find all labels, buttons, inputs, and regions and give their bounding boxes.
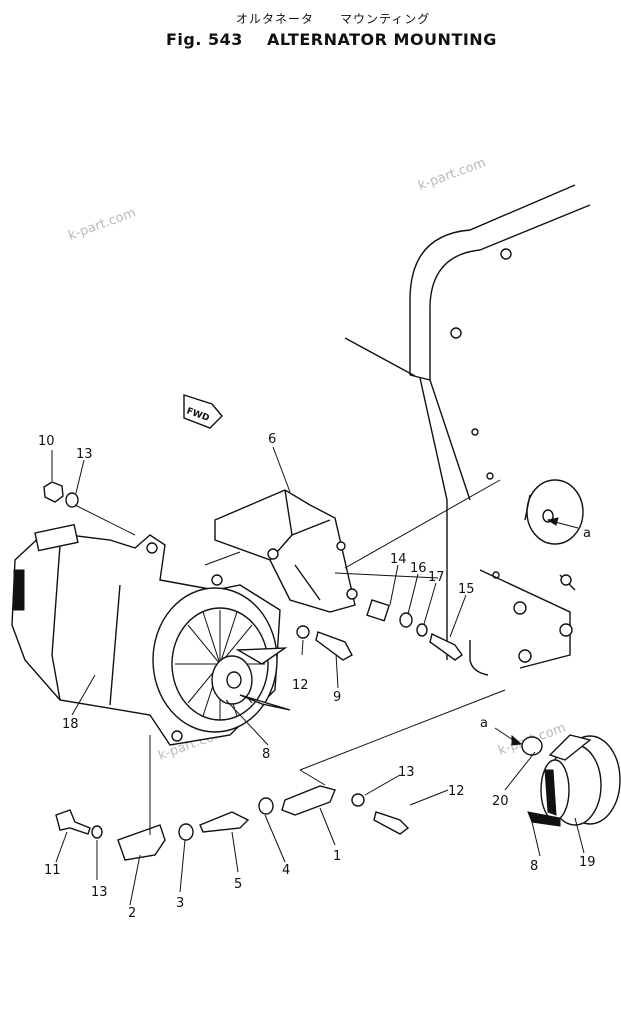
washer-13-right bbox=[351, 793, 365, 807]
spacer-14 bbox=[366, 599, 391, 622]
engine-frame bbox=[344, 184, 591, 676]
callout-12-upper: 12 bbox=[292, 678, 309, 693]
frame-bolt-2 bbox=[450, 327, 462, 339]
washer-16 bbox=[399, 612, 413, 628]
callout-12-lower: 12 bbox=[448, 784, 465, 799]
callout-5: 5 bbox=[234, 877, 242, 892]
crank-pulley bbox=[526, 479, 584, 545]
mounting-bracket bbox=[214, 489, 358, 613]
v-belt-upper bbox=[235, 647, 288, 665]
lower-fasteners bbox=[55, 785, 410, 861]
callout-a-lower: a bbox=[480, 716, 488, 731]
callout-8-right: 8 bbox=[530, 859, 538, 874]
alternator bbox=[11, 523, 291, 746]
nut-3 bbox=[178, 823, 194, 841]
bolt-5 bbox=[199, 811, 250, 833]
plate-bolt-1 bbox=[513, 601, 527, 615]
bolt-15 bbox=[429, 632, 463, 661]
title-japanese: オルタネータ マウンティング bbox=[236, 12, 431, 26]
leader-lines bbox=[51, 446, 585, 906]
nut-4 bbox=[258, 797, 274, 815]
washer-13-bottom bbox=[91, 825, 103, 839]
figure-number: Fig. 543 bbox=[166, 30, 243, 49]
callout-2: 2 bbox=[128, 906, 136, 921]
spacer-20 bbox=[521, 736, 543, 756]
callout-13-bottom: 13 bbox=[91, 885, 108, 900]
callout-a-upper: a bbox=[583, 526, 591, 541]
callout-13-top: 13 bbox=[76, 447, 93, 462]
callout-20: 20 bbox=[492, 794, 509, 809]
washer-13-top bbox=[65, 492, 79, 508]
callout-6: 6 bbox=[268, 432, 276, 447]
bolt-12 bbox=[373, 811, 410, 835]
callout-labels: 10 13 6 14 16 17 15 a 12 9 18 8 a 13 12 … bbox=[38, 432, 596, 921]
v-belt-lower bbox=[239, 694, 291, 711]
callout-19: 19 bbox=[579, 855, 596, 870]
adjust-bracket-2 bbox=[117, 824, 166, 861]
upper-fasteners bbox=[296, 599, 463, 661]
figure-title: Fig. 543 ALTERNATOR MOUNTING bbox=[166, 30, 497, 49]
bolt-11 bbox=[55, 809, 91, 835]
nut-10 bbox=[43, 481, 64, 503]
callout-17: 17 bbox=[428, 570, 445, 585]
callout-18: 18 bbox=[62, 717, 79, 732]
v-belt-8-lower bbox=[527, 811, 561, 827]
watermark-1: k-part.com bbox=[66, 205, 138, 243]
fan-pulley-assembly bbox=[521, 734, 621, 827]
callout-11: 11 bbox=[44, 863, 61, 878]
callout-15: 15 bbox=[458, 582, 475, 597]
plate-bolt-2 bbox=[559, 623, 573, 637]
callout-13-right: 13 bbox=[398, 765, 415, 780]
bolt-9 bbox=[315, 631, 353, 661]
frame-hole-2 bbox=[486, 472, 494, 480]
callout-1: 1 bbox=[333, 849, 341, 864]
washer-12 bbox=[296, 625, 310, 639]
frame-bolt-1 bbox=[500, 248, 512, 260]
figure-name: ALTERNATOR MOUNTING bbox=[267, 30, 497, 49]
frame-hole-1 bbox=[471, 428, 479, 436]
callout-10: 10 bbox=[38, 434, 55, 449]
washer-17 bbox=[416, 623, 428, 637]
watermark-2: k-part.com bbox=[416, 155, 488, 193]
callout-9: 9 bbox=[333, 690, 341, 705]
forward-direction-tag: FWD bbox=[183, 394, 223, 429]
callout-16: 16 bbox=[410, 561, 427, 576]
callout-4: 4 bbox=[282, 863, 290, 878]
plate-bolt-4 bbox=[560, 574, 572, 586]
top-fasteners bbox=[43, 481, 79, 508]
callout-14: 14 bbox=[390, 552, 407, 567]
plate-bolt-3 bbox=[518, 649, 532, 663]
callout-3: 3 bbox=[176, 896, 184, 911]
callout-8-left: 8 bbox=[262, 747, 270, 762]
adjust-rod-1 bbox=[281, 785, 336, 816]
